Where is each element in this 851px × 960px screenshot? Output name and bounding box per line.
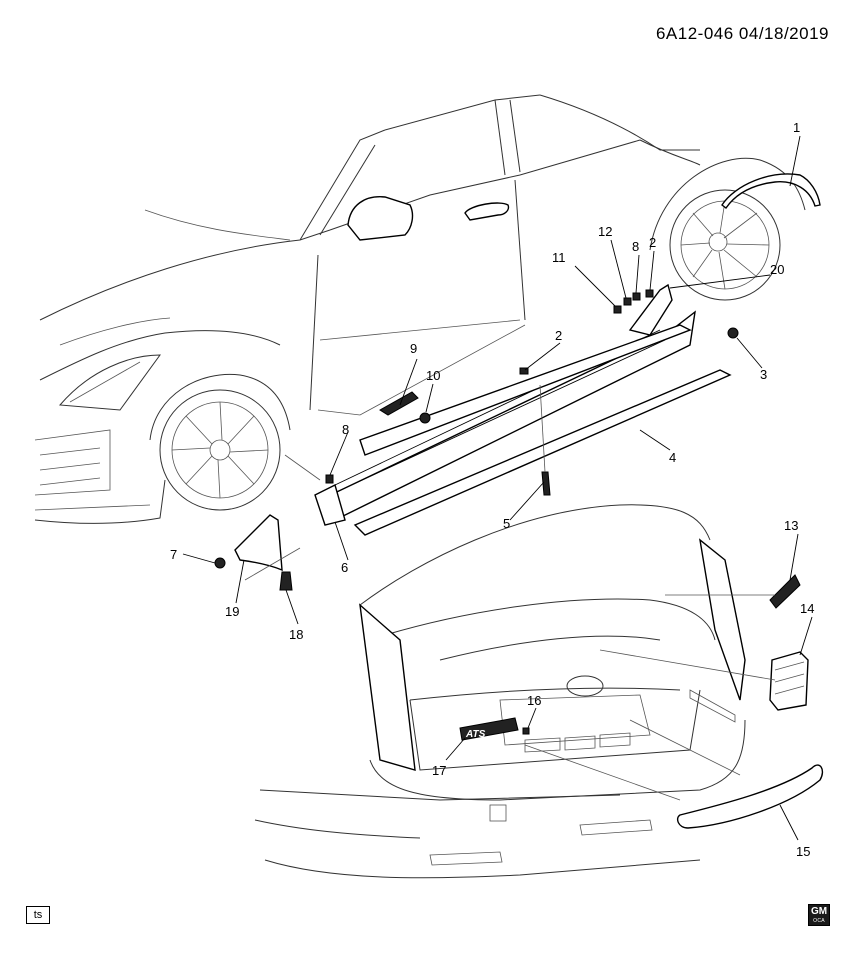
splash-guard-retainer (279, 571, 293, 591)
callout-16: 16 (527, 693, 541, 708)
callout-20: 20 (770, 262, 784, 277)
callout-17: 17 (432, 763, 446, 778)
callout-labels: 1 2 2 3 4 5 6 7 8 8 9 10 11 12 13 14 15 … (170, 120, 814, 859)
ats-badge-text: ATS (465, 729, 486, 740)
lower-rocker-strip (353, 369, 732, 536)
gm-logo-text: GM (810, 906, 828, 917)
callout-8a: 8 (632, 239, 639, 254)
callout-1: 1 (793, 120, 800, 135)
grille-emblem-14 (769, 651, 809, 711)
callout-11: 11 (552, 250, 566, 265)
rocker-nut (419, 412, 431, 424)
rocker-rear-extension (628, 283, 673, 336)
callout-2b: 2 (555, 328, 562, 343)
clip-2-upper (645, 289, 654, 298)
callout-8b: 8 (342, 422, 349, 437)
badge-clip (522, 727, 530, 735)
callout-6: 6 (341, 560, 348, 575)
callout-10: 10 (426, 368, 440, 383)
callout-14: 14 (800, 601, 814, 616)
callout-12: 12 (598, 224, 612, 239)
diagram-code: 6A12-046 04/18/2019 (655, 24, 829, 43)
callout-19: 19 (225, 604, 239, 619)
rear-nut (727, 327, 739, 339)
rear-bumper-molding (676, 764, 824, 829)
callout-15: 15 (796, 844, 810, 859)
callout-13: 13 (784, 518, 798, 533)
wheel-opening-molding (721, 173, 821, 209)
callout-3: 3 (760, 367, 767, 382)
vehicle-rear-outline (254, 504, 746, 879)
clip-8-upper (632, 292, 641, 301)
callout-5: 5 (503, 516, 510, 531)
vehicle-front-outline (34, 94, 806, 525)
callout-9: 9 (410, 341, 417, 356)
rocker-emblem (379, 391, 419, 416)
callout-4: 4 (669, 450, 676, 465)
callout-2a: 2 (649, 235, 656, 250)
clip-8-lower (325, 474, 334, 484)
gm-logo-subtext: OCA (813, 918, 825, 924)
side-emblem-13 (769, 574, 801, 609)
clip-2-lower (519, 367, 529, 375)
callout-7: 7 (170, 547, 177, 562)
clip-12 (623, 297, 632, 306)
splash-guard (234, 514, 283, 572)
clip-11 (613, 305, 622, 314)
callout-18: 18 (289, 627, 303, 642)
push-pin (541, 471, 551, 496)
gm-logo: GM OCA (808, 904, 830, 926)
leader-lines (182, 135, 813, 841)
ts-tag: ts (26, 906, 50, 924)
splash-guard-screw (214, 557, 226, 569)
ats-badge: ATS (459, 717, 519, 741)
